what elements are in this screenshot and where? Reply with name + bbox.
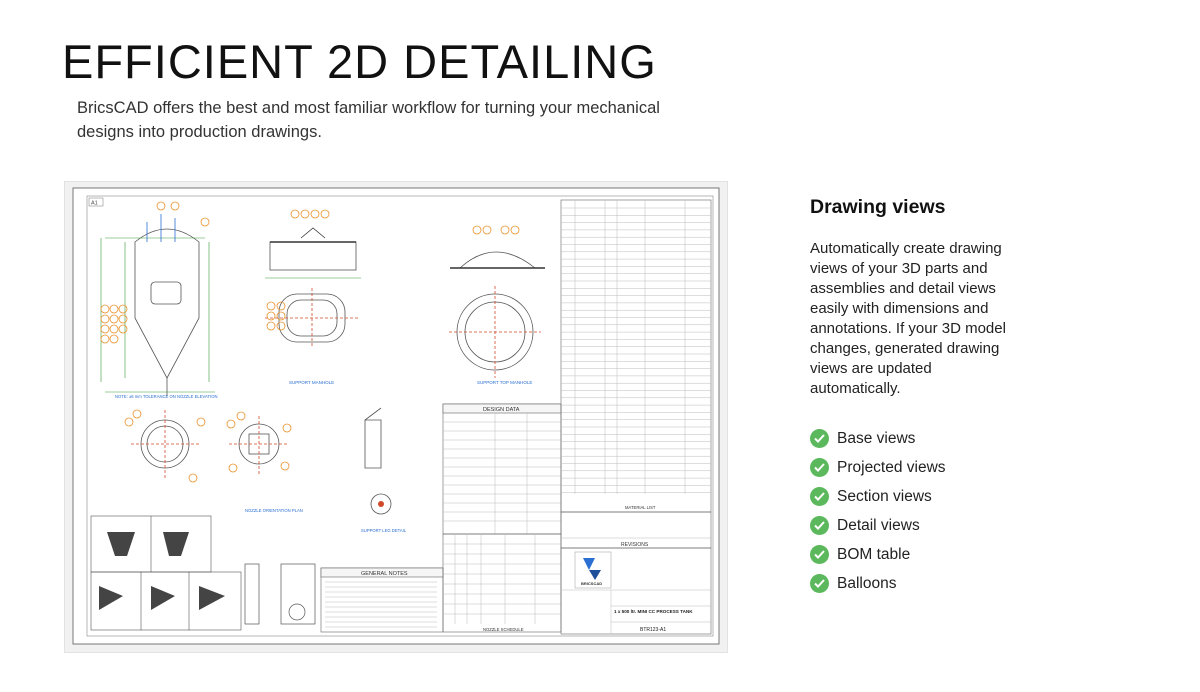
support-leg-detail — [364, 407, 392, 515]
feature-label: Base views — [837, 429, 916, 447]
drawing-preview: A1 — [64, 181, 728, 653]
design-data-table: DESIGN DATA — [442, 403, 562, 535]
title-block-name: 1 x 500 ltr. MINI CC PROCESS TANK — [614, 609, 693, 614]
title-block-logo: BRICSCAD — [581, 581, 602, 586]
page-subtitle: BricsCAD offers the best and most famili… — [77, 99, 660, 141]
feature-label: Projected views — [837, 458, 946, 476]
nozzle-orientation-caption: NOZZLE ORIENTATION PLAN — [245, 508, 303, 513]
nozzle-schedule-title: NOZZLE SCHEDULE — [483, 627, 524, 632]
drawing-number: BTR123-A1 — [640, 627, 666, 633]
manhole-side-view — [265, 227, 361, 279]
support-manhole-caption: SUPPORT MANHOLE — [289, 380, 334, 385]
cad-drawing-sheet: A1 — [72, 187, 720, 645]
manhole-plan-view — [265, 288, 359, 348]
sheet-label: A1 — [91, 201, 98, 207]
feature-item: Base views — [810, 424, 1070, 453]
support-top-manhole-caption: SUPPORT TOP MANHOLE — [477, 380, 532, 385]
feature-label: BOM table — [837, 545, 911, 563]
check-circle-icon — [810, 545, 829, 564]
nozzle-schedule-table: NOZZLE SCHEDULE — [442, 533, 562, 633]
feature-item: Projected views — [810, 453, 1070, 482]
feature-item: BOM table — [810, 540, 1070, 569]
material-list-title: MATERIAL LIST — [625, 505, 656, 510]
check-circle-icon — [810, 516, 829, 535]
feature-item: Balloons — [810, 569, 1070, 598]
title-block: BRICSCAD 1 x 500 ltr. MINI CC PROCESS TA… — [560, 547, 712, 635]
page-title: EFFICIENT 2D DETAILING — [62, 35, 657, 88]
detail-views — [244, 563, 316, 625]
feature-panel: Drawing views Automatically create drawi… — [810, 196, 1070, 598]
feature-item: Detail views — [810, 511, 1070, 540]
bom-table: MATERIAL LIST — [560, 199, 712, 513]
check-circle-icon — [810, 458, 829, 477]
feature-label: Section views — [837, 487, 932, 505]
feature-item: Section views — [810, 482, 1070, 511]
panel-heading: Drawing views — [810, 196, 946, 218]
tolerance-note: NOTE: ±6 mm TOLERANCE ON NOZZLE ELEVATIO… — [115, 394, 218, 399]
feature-label: Detail views — [837, 516, 920, 534]
general-notes-title: GENERAL NOTES — [361, 571, 408, 577]
design-data-title: DESIGN DATA — [483, 407, 520, 413]
feature-list: Base views Projected views Section views… — [810, 424, 1070, 598]
feature-label: Balloons — [837, 574, 897, 592]
check-circle-icon — [810, 574, 829, 593]
revisions-title: REVISIONS — [621, 542, 649, 548]
top-manhole-view — [449, 251, 545, 378]
check-circle-icon — [810, 429, 829, 448]
check-circle-icon — [810, 487, 829, 506]
tank-balloons — [100, 201, 210, 344]
nozzle-orientation-plan — [131, 410, 289, 478]
weld-details — [90, 515, 242, 631]
panel-description: Automatically create drawing views of yo… — [810, 240, 1006, 397]
support-leg-caption: SUPPORT LEG DETAIL — [361, 528, 407, 533]
tank-elevation-view — [100, 214, 215, 396]
